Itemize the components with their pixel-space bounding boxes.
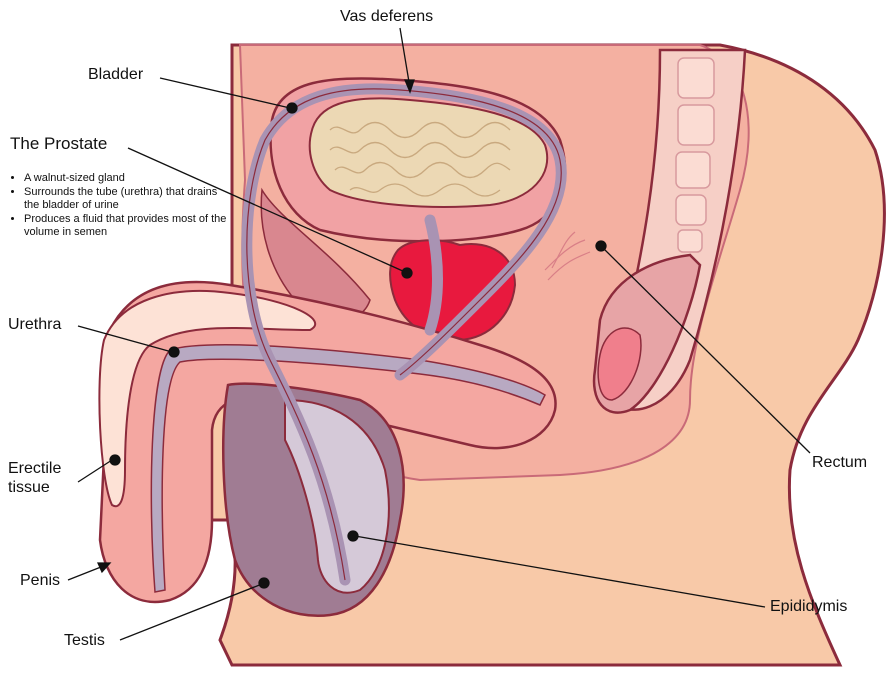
vertebra xyxy=(678,58,714,98)
vas-deferens-label: Vas deferens xyxy=(340,8,433,26)
prostate-note: Surrounds the tube (urethra) that drains… xyxy=(24,186,234,213)
urethra-label: Urethra xyxy=(8,316,61,334)
erectile-tissue-label-line1: Erectile xyxy=(8,460,61,478)
vertebra xyxy=(676,152,710,188)
vertebra xyxy=(678,230,702,252)
prostate-note: A walnut-sized gland xyxy=(24,172,234,186)
prostate-note: Produces a fluid that provides most of t… xyxy=(24,213,234,240)
vertebra xyxy=(678,105,714,145)
testis-label: Testis xyxy=(64,632,105,650)
rectum-label: Rectum xyxy=(812,454,867,472)
prostate-notes: A walnut-sized gland Surrounds the tube … xyxy=(10,172,234,240)
penis-label: Penis xyxy=(20,572,60,590)
epididymis-label: Epididymis xyxy=(770,598,847,616)
erectile-tissue-label-line2: tissue xyxy=(8,479,50,497)
vertebra xyxy=(676,195,706,225)
prostate-label: The Prostate xyxy=(10,135,107,153)
bladder-label: Bladder xyxy=(88,66,143,84)
